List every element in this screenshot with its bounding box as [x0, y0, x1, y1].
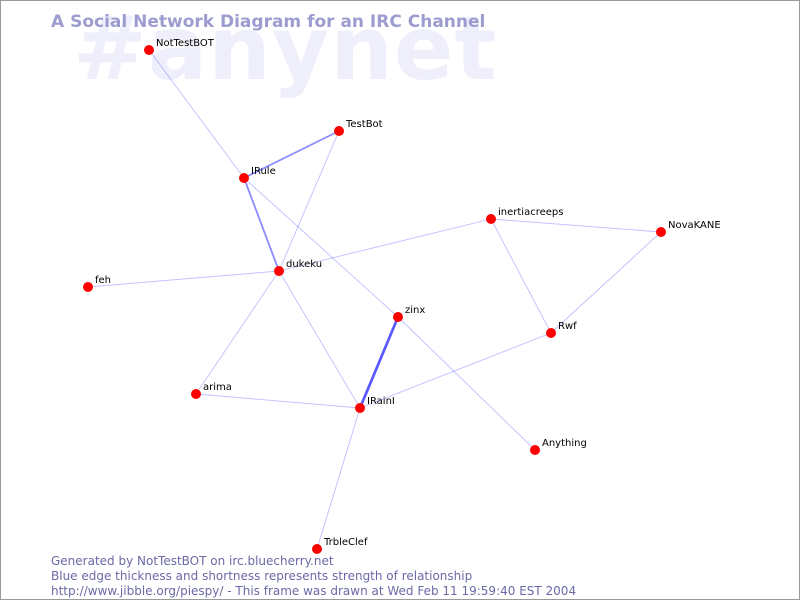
node-dot-feh — [83, 282, 93, 292]
node-label-arima: arima — [203, 382, 232, 393]
node-dot-Rwf — [546, 328, 556, 338]
node-label-NotTestBOT: NotTestBOT — [156, 38, 215, 49]
edge-zinx-IRainI — [358, 316, 400, 409]
footer: Generated by NotTestBOT on irc.bluecherr… — [51, 554, 576, 599]
edge-Rwf-IRainI — [359, 332, 552, 409]
diagram-title: A Social Network Diagram for an IRC Chan… — [51, 12, 486, 32]
node-label-TestBot: TestBot — [345, 119, 383, 130]
edge-IRule-TestBot — [243, 130, 340, 179]
node-label-IRule: IRule — [251, 166, 276, 177]
edge-NotTestBOT-IRule — [148, 49, 245, 179]
node-dot-TrbleClef — [312, 544, 322, 554]
node-dot-NotTestBOT — [144, 45, 154, 55]
node-label-zinx: zinx — [405, 305, 425, 316]
node-label-IRainI: IRainI — [367, 396, 395, 407]
edge-dukeku-IRainI — [278, 270, 361, 409]
node-dot-zinx — [393, 312, 403, 322]
channel-watermark: #anynet — [73, 0, 498, 100]
node-arima: arima — [191, 382, 232, 399]
node-dot-dukeku — [274, 266, 284, 276]
node-label-NovaKANE: NovaKANE — [668, 220, 721, 231]
edge-zinx-Anything — [397, 316, 536, 451]
node-IRule: IRule — [239, 166, 276, 183]
edge-dukeku-feh — [87, 270, 280, 288]
node-dot-TestBot — [334, 126, 344, 136]
edge-dukeku-arima — [195, 270, 280, 395]
node-label-Rwf: Rwf — [558, 321, 577, 332]
edge-dukeku-inertiacreeps — [278, 218, 492, 272]
node-NotTestBOT: NotTestBOT — [144, 38, 215, 55]
node-Rwf: Rwf — [546, 321, 577, 338]
edge-arima-IRainI — [195, 393, 361, 409]
footer-url-timestamp: http://www.jibble.org/piespy/ - This fra… — [51, 584, 577, 598]
node-label-Anything: Anything — [542, 438, 587, 449]
edges-layer — [87, 49, 662, 550]
node-dukeku: dukeku — [274, 259, 322, 276]
node-label-inertiacreeps: inertiacreeps — [498, 207, 563, 218]
node-dot-IRainI — [355, 403, 365, 413]
edge-IRainI-TrbleClef — [316, 407, 361, 550]
edge-NovaKANE-Rwf — [550, 231, 662, 334]
node-TestBot: TestBot — [334, 119, 383, 136]
edge-IRule-dukeku — [243, 177, 280, 272]
node-inertiacreeps: inertiacreeps — [486, 207, 563, 224]
node-label-dukeku: dukeku — [286, 259, 322, 270]
node-label-TrbleClef: TrbleClef — [323, 537, 368, 548]
node-dot-Anything — [530, 445, 540, 455]
edge-inertiacreeps-NovaKANE — [490, 218, 662, 233]
node-label-feh: feh — [95, 275, 111, 286]
node-dot-NovaKANE — [656, 227, 666, 237]
node-zinx: zinx — [393, 305, 425, 322]
node-dot-IRule — [239, 173, 249, 183]
node-NovaKANE: NovaKANE — [656, 220, 721, 237]
footer-legend-note: Blue edge thickness and shortness repres… — [51, 569, 473, 583]
node-dot-arima — [191, 389, 201, 399]
node-TrbleClef: TrbleClef — [312, 537, 368, 554]
edge-TestBot-dukeku — [278, 130, 340, 272]
node-dot-inertiacreeps — [486, 214, 496, 224]
node-feh: feh — [83, 275, 111, 292]
edge-inertiacreeps-Rwf — [490, 218, 552, 334]
footer-generated-by: Generated by NotTestBOT on irc.bluecherr… — [51, 554, 334, 568]
node-Anything: Anything — [530, 438, 587, 455]
edge-IRule-zinx — [243, 177, 399, 318]
node-IRainI: IRainI — [355, 396, 395, 413]
